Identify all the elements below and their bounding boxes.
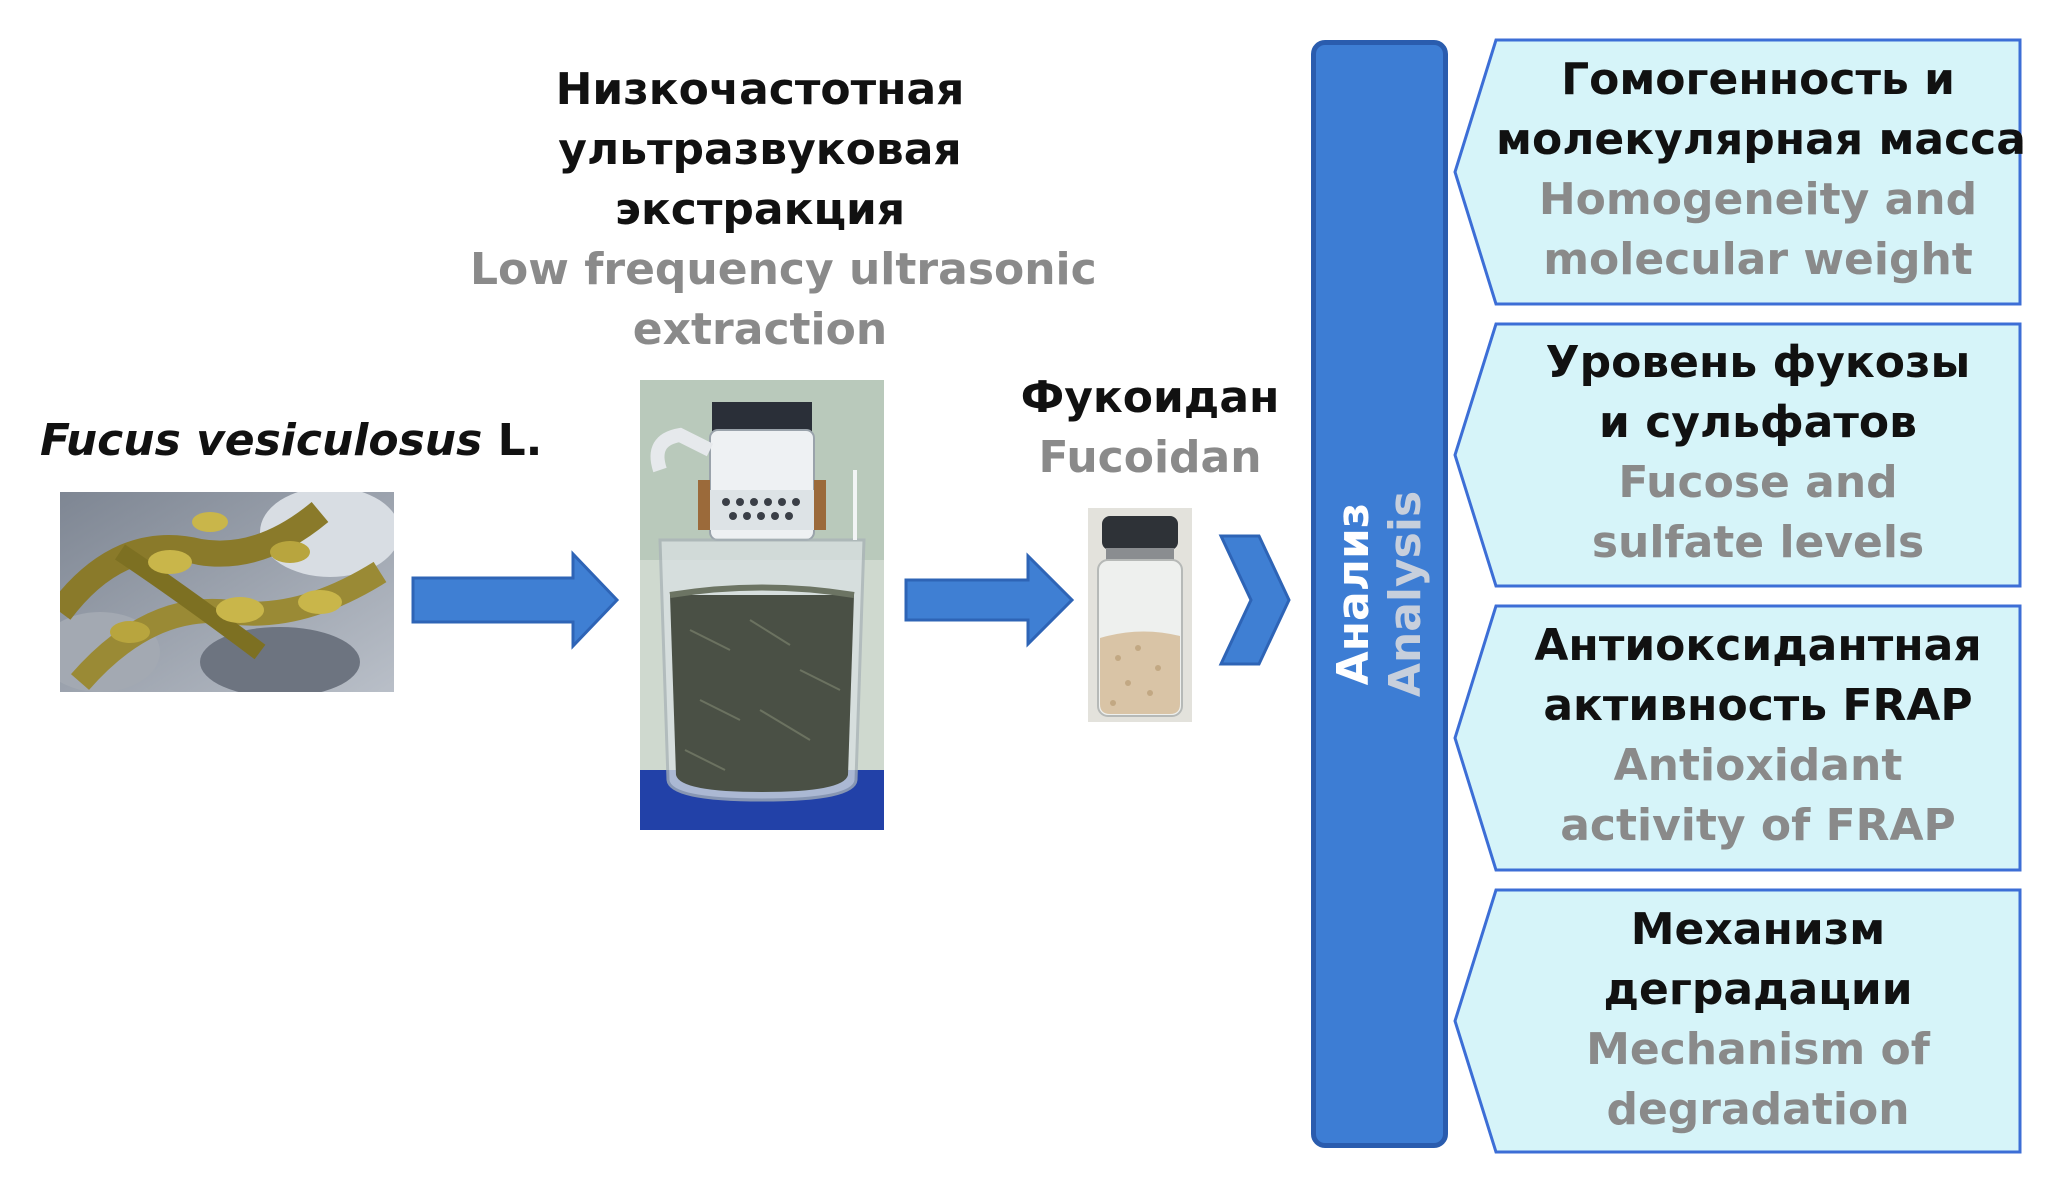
result-panel-1: Гомогенность и молекулярная масса Homoge… [1496,50,2026,290]
result-panel-1-shape [1453,38,2022,306]
result-panels-shapes [1453,38,2022,1154]
extraction-ru-line-2: ультразвуковая [558,124,962,175]
product-ru: Фукоидан [1020,372,1280,423]
result-3-ru-line-1: Антиоксидантная [1534,620,1982,671]
result-panel-4-shape [1453,888,2022,1154]
analysis-bar: Анализ Analysis [1311,40,1448,1148]
extraction-ru-line-1: Низкочастотная [555,64,965,115]
extraction-caption: Низкочастотная ультразвуковая экстракция… [470,60,1097,360]
extraction-en-line-2: extraction [632,304,888,355]
result-1-ru-line-1: Гомогенность и [1561,54,1955,105]
flow-arrow-2 [904,552,1075,648]
result-panel-4: Механизм деградации Mechanism of degrada… [1496,900,2020,1140]
seaweed-photo [60,492,394,692]
species-label: Fucus vesiculosus L. [40,415,542,466]
result-3-ru-line-2: активность FRAP [1543,680,1973,731]
product-en: Fucoidan [1038,432,1262,483]
extraction-ru-line-3: экстракция [614,184,906,235]
species-authority: L. [482,415,543,466]
result-2-ru-line-1: Уровень фукозы [1545,337,1971,388]
result-1-en-line-1: Homogeneity and [1538,174,1978,225]
result-4-en-line-2: degradation [1606,1084,1910,1135]
species-name: Fucus vesiculosus [40,415,483,466]
result-4-ru-line-2: деградации [1603,964,1913,1015]
fucoidan-vial-photo [1088,508,1192,722]
extraction-en-line-1: Low frequency ultrasonic [470,244,1097,295]
result-3-en-line-1: Antioxidant [1613,740,1903,791]
result-2-en-line-1: Fucose and [1618,457,1898,508]
result-1-en-line-2: molecular weight [1543,234,1973,285]
result-panel-2: Уровень фукозы и сульфатов Fucose and su… [1496,333,2020,573]
result-1-ru-line-2: молекулярная масса [1496,114,2026,165]
result-2-en-line-2: sulfate levels [1591,517,1925,568]
result-panel-3: Антиоксидантная активность FRAP Antioxid… [1496,616,2020,856]
analysis-ru: Анализ [1327,502,1379,686]
ultrasonic-extraction-photo [640,380,884,830]
result-panel-3-shape [1453,604,2022,872]
result-3-en-line-2: activity of FRAP [1560,800,1956,851]
analysis-label: Анализ Analysis [1328,491,1432,697]
analysis-en: Analysis [1379,490,1431,698]
chevron-right-icon [1218,534,1291,666]
result-4-ru-line-1: Механизм [1630,904,1886,955]
result-2-ru-line-2: и сульфатов [1599,397,1917,448]
flow-arrow-1 [411,550,620,650]
result-panel-2-shape [1453,322,2022,588]
product-caption: Фукоидан Fucoidan [1000,368,1300,488]
result-4-en-line-1: Mechanism of [1586,1024,1930,1075]
